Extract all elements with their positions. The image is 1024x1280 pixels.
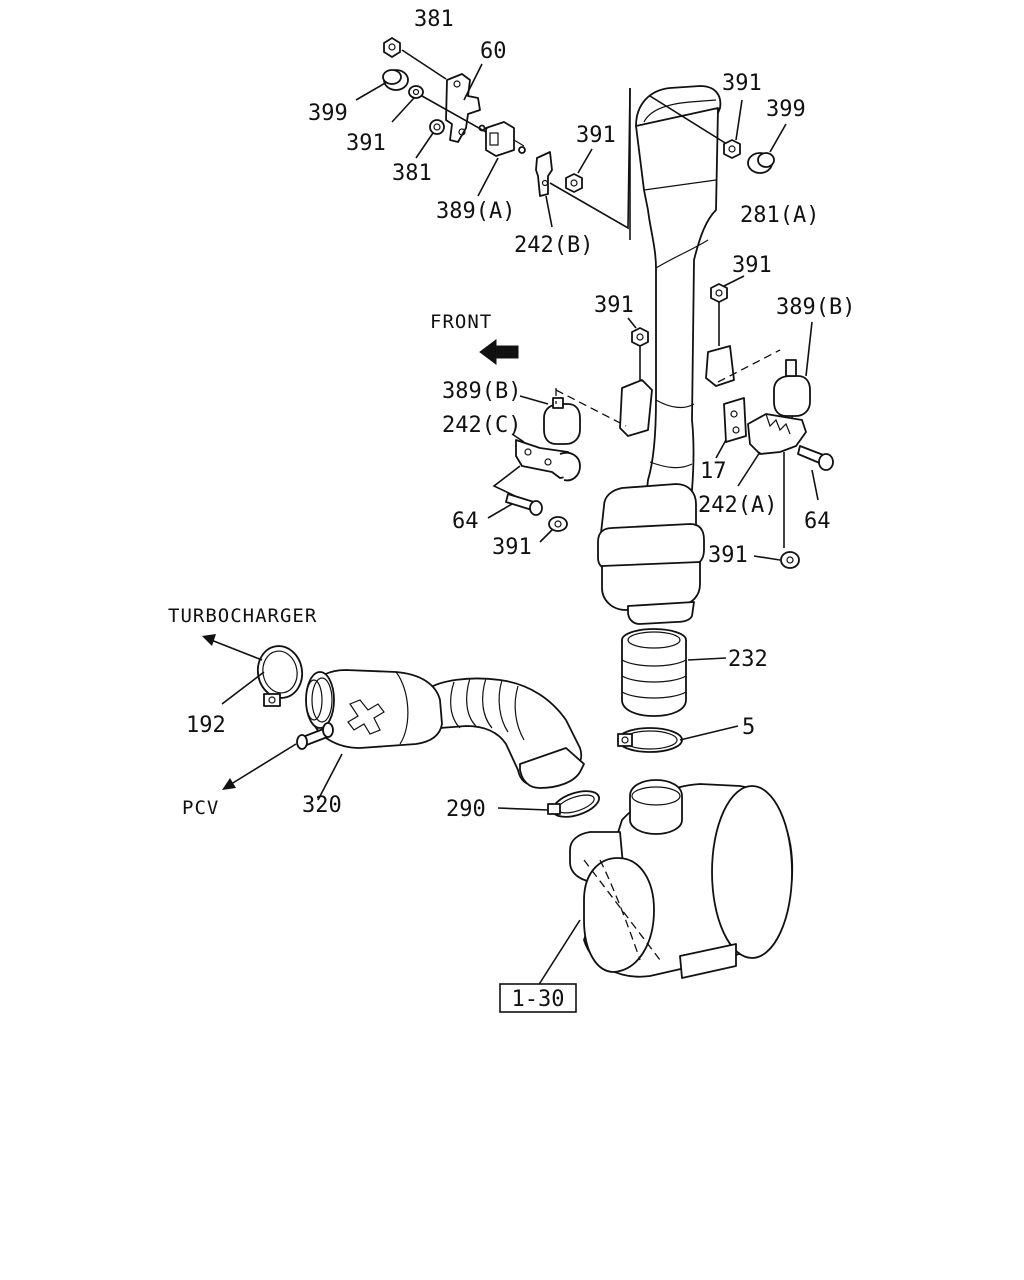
pcv-arrow-icon <box>222 743 297 790</box>
clamp-192 <box>221 645 304 707</box>
callout-381-mid[interactable]: 381 <box>392 161 432 186</box>
callout-64-right[interactable]: 64 <box>804 509 831 534</box>
front-arrow-icon <box>479 339 519 365</box>
bolt-64-right <box>797 445 834 501</box>
bracket-242b <box>535 87 631 230</box>
nut-391-lowleft <box>539 516 568 543</box>
callout-391-upper[interactable]: 391 <box>732 253 772 278</box>
callout-5[interactable]: 5 <box>742 715 755 740</box>
nut-391-lowright <box>753 551 800 569</box>
callout-391-left[interactable]: 391 <box>346 131 386 156</box>
mount-389b-left <box>519 388 581 445</box>
nut-391-topright <box>723 99 743 159</box>
clamp-290 <box>497 790 600 818</box>
callout-242c[interactable]: 242(C) <box>442 413 521 438</box>
reference-box-1-30[interactable]: 1-30 <box>499 983 577 1013</box>
nut-381-mid <box>429 119 445 135</box>
callout-391-bolt[interactable]: 391 <box>576 123 616 148</box>
nut-391-bolt <box>565 148 593 193</box>
callout-60[interactable]: 60 <box>480 39 507 64</box>
callout-64-left[interactable]: 64 <box>452 509 479 534</box>
mount-389b-right <box>773 321 813 431</box>
callout-389b-right[interactable]: 389(B) <box>776 295 855 320</box>
air-cleaner-housing <box>537 779 794 987</box>
callout-381-top[interactable]: 381 <box>414 7 454 32</box>
callout-320[interactable]: 320 <box>302 793 342 818</box>
pcv-label: PCV <box>182 797 219 819</box>
reference-box-label: 1-30 <box>512 987 565 1012</box>
nut-391-center <box>627 317 649 380</box>
intake-elbow-320 <box>296 669 585 801</box>
callout-391-center[interactable]: 391 <box>594 293 634 318</box>
callout-281a[interactable]: 281(A) <box>740 203 819 228</box>
turbocharger-arrow-icon <box>202 634 263 661</box>
callout-242a[interactable]: 242(A) <box>698 493 777 518</box>
upper-bracket-assembly <box>355 37 526 197</box>
plate-17 <box>715 397 747 459</box>
callout-labels: 381 60 399 391 381 389(A) 391 242(B) 391… <box>168 7 855 822</box>
callout-391-topright[interactable]: 391 <box>722 71 762 96</box>
resonator-box <box>597 483 705 625</box>
duct-281a <box>555 85 781 519</box>
callout-399-right[interactable]: 399 <box>766 97 806 122</box>
nut-381-top <box>383 37 401 58</box>
callout-242b[interactable]: 242(B) <box>514 233 593 258</box>
callout-17[interactable]: 17 <box>700 459 727 484</box>
front-label: FRONT <box>430 311 492 333</box>
callout-232[interactable]: 232 <box>728 647 768 672</box>
callout-399-left[interactable]: 399 <box>308 101 348 126</box>
turbocharger-label: TURBOCHARGER <box>168 605 317 627</box>
hose-232 <box>621 628 727 717</box>
callout-389b-left[interactable]: 389(B) <box>442 379 521 404</box>
nut-391-left <box>408 85 424 99</box>
cap-399-right <box>747 123 787 174</box>
bolt-64-left <box>487 493 543 519</box>
callout-391-lowright[interactable]: 391 <box>708 543 748 568</box>
callout-192[interactable]: 192 <box>186 713 226 738</box>
mount-389a <box>478 121 526 157</box>
cap-399-left <box>382 69 409 91</box>
clamp-5 <box>617 725 739 753</box>
bracket-60 <box>445 73 481 143</box>
callout-391-lowleft[interactable]: 391 <box>492 535 532 560</box>
callout-389a[interactable]: 389(A) <box>436 199 515 224</box>
nut-391-upper <box>710 275 745 346</box>
bracket-242a <box>737 413 807 548</box>
callout-290[interactable]: 290 <box>446 797 486 822</box>
